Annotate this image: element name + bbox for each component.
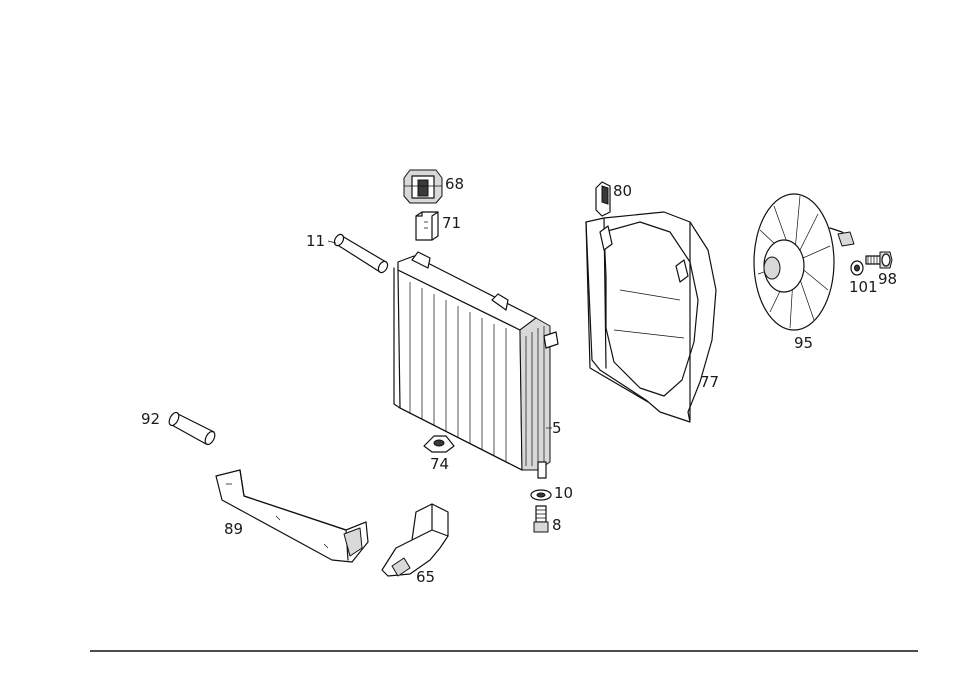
callout-68: 68 <box>445 175 464 193</box>
callout-65: 65 <box>416 568 435 586</box>
radiator-fins <box>409 282 507 462</box>
callout-101: 101 <box>849 278 878 296</box>
callout-89: 89 <box>224 520 243 538</box>
part-80-clip <box>595 181 611 217</box>
part-11-hose <box>333 233 389 274</box>
part-89-bracket <box>215 469 369 563</box>
part-5-radiator <box>393 251 559 479</box>
part-98-bolt <box>865 251 893 269</box>
callout-92: 92 <box>141 410 160 428</box>
part-92-hose <box>168 411 216 446</box>
part-95-fan <box>753 193 855 331</box>
part-101-washer <box>850 260 864 276</box>
part-77-fan-shroud <box>585 211 717 423</box>
callout-80: 80 <box>613 182 632 200</box>
callout-10: 10 <box>554 484 573 502</box>
part-8-drain-plug <box>533 505 549 533</box>
callout-8: 8 <box>552 516 562 534</box>
callout-5: 5 <box>552 419 562 437</box>
callout-77: 77 <box>700 373 719 391</box>
part-68-mount <box>403 169 443 204</box>
part-71-block <box>415 211 439 241</box>
leader-11 <box>327 240 337 244</box>
callout-95: 95 <box>794 334 813 352</box>
part-10-washer <box>530 489 552 501</box>
part-74-cap <box>423 435 455 453</box>
callout-74: 74 <box>430 455 449 473</box>
part-65-bracket <box>381 503 449 577</box>
callout-11: 11 <box>306 232 325 250</box>
callout-71: 71 <box>442 214 461 232</box>
callout-98: 98 <box>878 270 897 288</box>
